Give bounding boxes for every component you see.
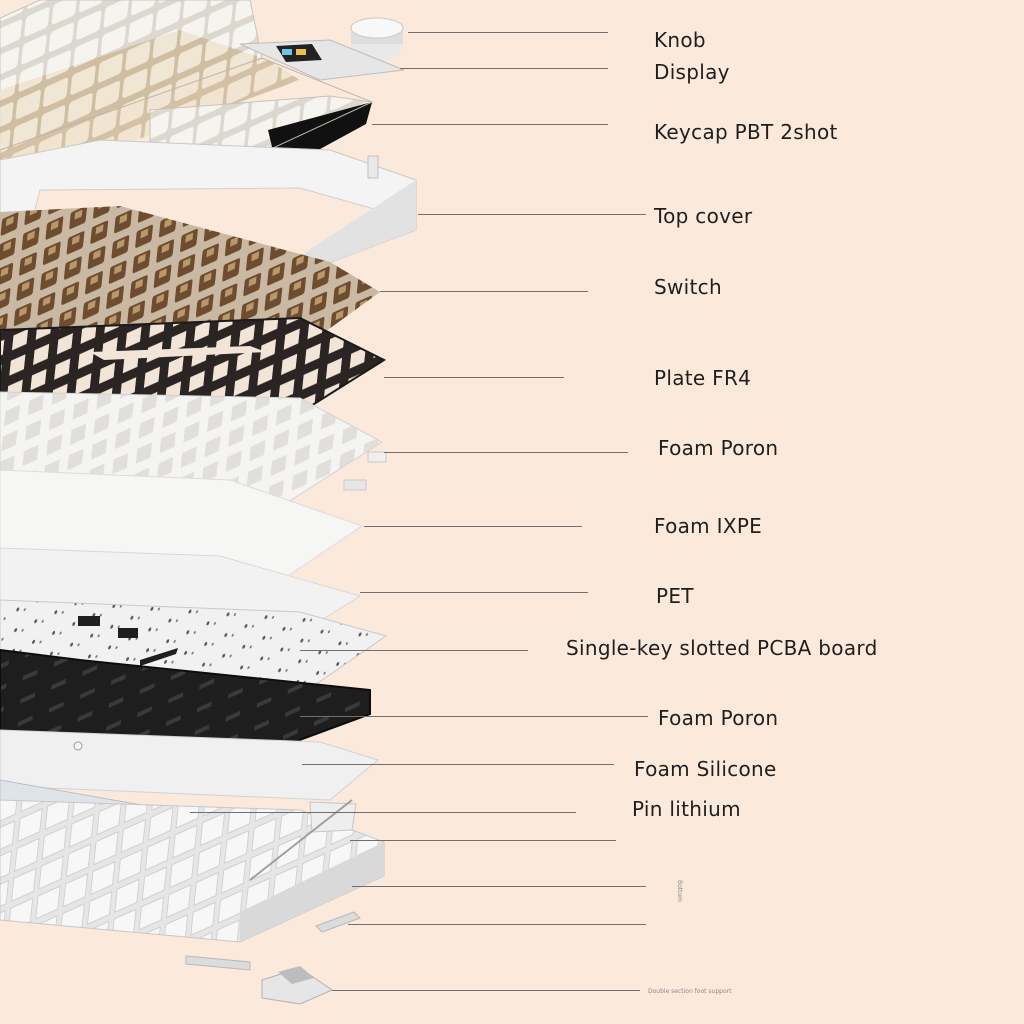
label-pin-lithium: Pin lithium xyxy=(632,797,741,821)
label-top-cover: Top cover xyxy=(654,204,753,228)
label-display: Display xyxy=(654,60,730,84)
label-switch: Switch xyxy=(654,275,722,299)
foam-silicone-part xyxy=(0,729,380,801)
label-keycap: Keycap PBT 2shot xyxy=(654,120,838,144)
bottom-case-part xyxy=(0,799,385,943)
label-bottom: Bottom xyxy=(676,880,683,903)
leader-line-foam-poron-top xyxy=(384,452,628,453)
display-part xyxy=(239,39,405,81)
leader-line-foam-poron-bottom xyxy=(300,716,648,717)
leader-line-display xyxy=(400,68,608,69)
leader-line-foam-silicone xyxy=(302,764,614,765)
label-foot-support: Double section foot support xyxy=(648,988,732,995)
leader-line-pet xyxy=(360,592,588,593)
leader-line-knob xyxy=(408,32,608,33)
leader-line-keycap xyxy=(372,124,608,125)
label-pcba: Single-key slotted PCBA board xyxy=(566,636,878,660)
label-knob: Knob xyxy=(654,28,706,52)
label-foam-poron-bottom: Foam Poron xyxy=(658,706,779,730)
leader-line-pad xyxy=(348,924,646,925)
small-pad-part xyxy=(315,911,361,933)
leader-line-pin-lithium xyxy=(190,812,576,813)
leader-line-top-cover xyxy=(418,214,646,215)
label-plate: Plate FR4 xyxy=(654,366,752,390)
label-foam-silicone: Foam Silicone xyxy=(634,757,777,781)
leader-line-bottom-top xyxy=(350,840,616,841)
knob-part xyxy=(350,17,404,62)
leader-line-plate xyxy=(384,377,564,378)
leader-line-pcba xyxy=(300,650,528,651)
label-foam-ixpe: Foam IXPE xyxy=(654,514,763,538)
leader-line-foot-support xyxy=(332,990,640,991)
leader-line-switch xyxy=(380,291,588,292)
leader-line-foam-ixpe xyxy=(364,526,582,527)
leader-line-bottom xyxy=(352,886,646,887)
label-foam-poron-top: Foam Poron xyxy=(658,436,779,460)
foot-support-part xyxy=(185,955,334,1005)
label-pet: PET xyxy=(656,584,694,608)
